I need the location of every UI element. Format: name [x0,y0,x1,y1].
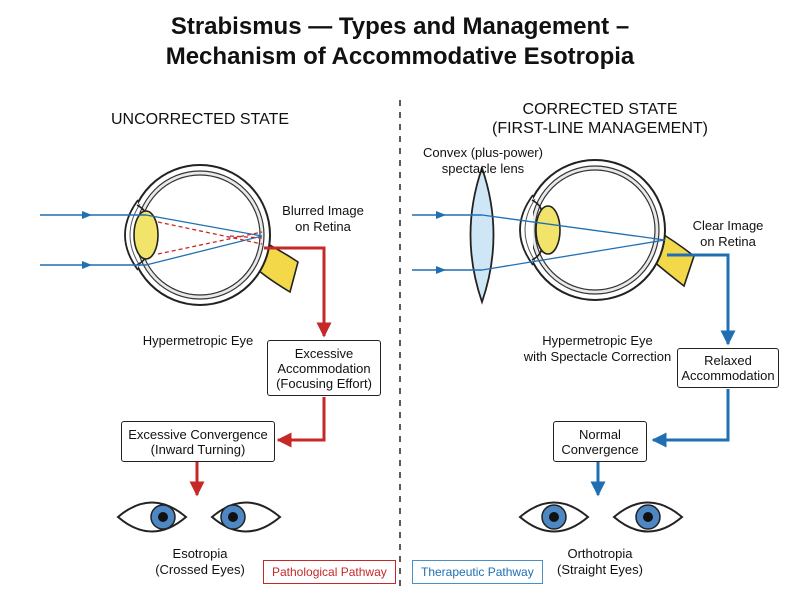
therapeutic-pathway-legend: Therapeutic Pathway [412,560,543,584]
right-header: CORRECTED STATE (FIRST-LINE MANAGEMENT) [491,101,708,137]
hypermetropic-eye-label: Hypermetropic Eye [142,333,254,348]
relaxed-accommodation-box: Relaxed Accommodation [677,348,779,388]
left-cornea [124,199,139,271]
right-eye-cross-section [519,159,695,301]
normal-convergence-box: Normal Convergence [553,421,647,462]
orthotropia-eyes [518,501,684,533]
right-arrow-to-relaxed [667,253,736,346]
excessive-accommodation-box: Excessive Accommodation (Focusing Effort… [267,340,381,396]
right-eye-lens [535,205,561,255]
esotropia-eyes [116,501,282,533]
left-arrow-to-accommodation [264,246,332,338]
right-cornea [519,194,534,266]
pathological-pathway-legend: Pathological Pathway [263,560,396,584]
title-line-1: Strabismus — Types and Management – [170,13,630,40]
convex-lens-label: Convex (plus-power) spectacle lens [423,145,543,176]
right-light-rays [412,211,666,274]
title-line-2: Mechanism of Accommodative Esotropia [165,43,635,70]
left-light-rays [40,211,263,269]
clear-image-label: Clear Image on Retina [692,218,764,249]
spectacle-lens [469,165,495,305]
excessive-convergence-box: Excessive Convergence (Inward Turning) [121,421,275,462]
left-arrow-to-convergence [276,397,326,448]
left-eye-lens [133,210,159,260]
left-eye-cross-section [124,164,299,306]
corrected-eye-label: Hypermetropic Eye with Spectacle Correct… [523,333,672,364]
blurred-image-label: Blurred Image on Retina [282,203,364,234]
right-arrow-to-normal [651,389,730,448]
esotropia-label: Esotropia (Crossed Eyes) [155,546,245,577]
orthotropia-label: Orthotropia (Straight Eyes) [557,546,643,577]
page-title: Strabismus — Types and Management – Mech… [0,12,800,72]
left-header: UNCORRECTED STATE [110,111,290,128]
